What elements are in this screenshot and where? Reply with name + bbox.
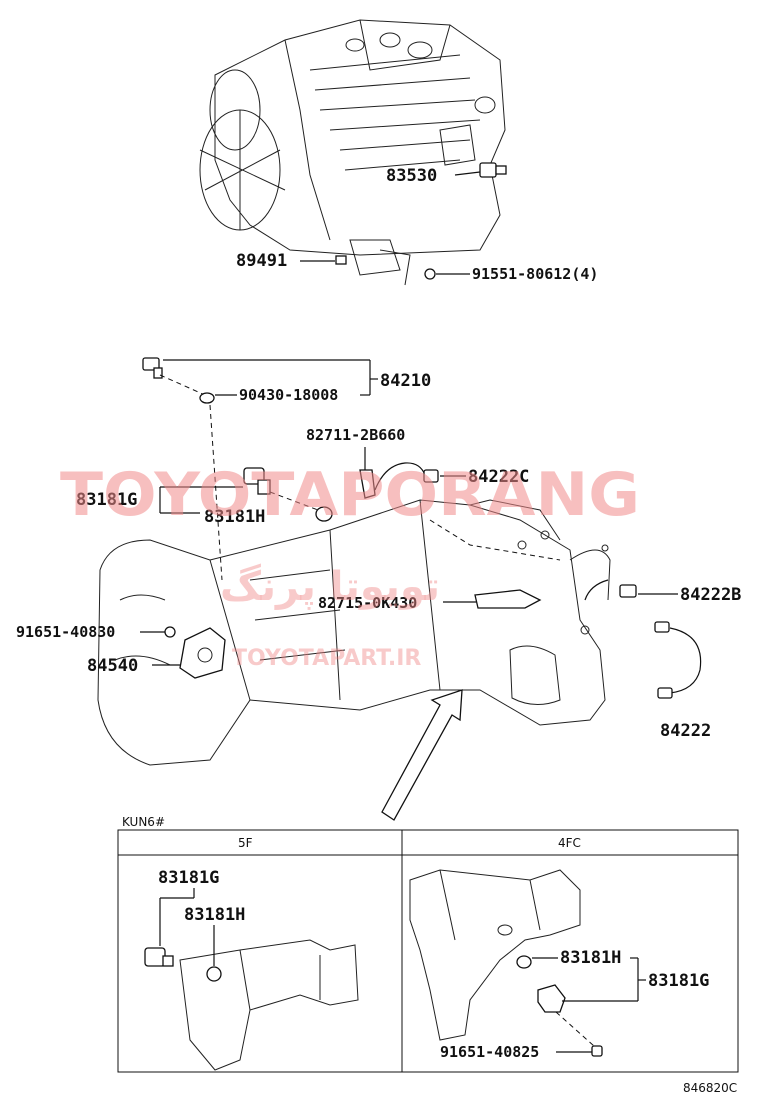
inset-col-4fc: 4FC	[558, 836, 581, 850]
inset-5f-illustration	[144, 939, 359, 1071]
inset-table: KUN6# 5F 4FC	[117, 815, 739, 1073]
part-label-84210[interactable]: 84210	[380, 371, 431, 391]
part-label-83530[interactable]: 83530	[386, 166, 437, 186]
clamp-82711[interactable]: 82711-2B660	[306, 426, 405, 499]
inset-right-label-91651[interactable]: 91651-40825	[440, 1043, 539, 1061]
inset-left-label-83181G[interactable]: 83181G	[158, 868, 219, 888]
part-label-82715[interactable]: 82715-0K430	[318, 594, 417, 612]
inset-col-5f: 5F	[238, 836, 253, 850]
gasket-83181H[interactable]: 83181H	[160, 491, 333, 527]
sensor-84222B[interactable]: 84222B	[584, 579, 741, 605]
inset-4fc-83181G[interactable]: 83181G	[562, 957, 709, 1002]
watermark: TOYOTAPORANG تویوتا پرنگ TOYOTAPART.IR	[60, 460, 640, 671]
gasket-90430[interactable]: 90430-18008	[199, 386, 370, 581]
switch-83181G[interactable]: 83181G	[76, 467, 271, 513]
part-label-84540[interactable]: 84540	[87, 656, 138, 676]
part-label-84222C[interactable]: 84222C	[468, 467, 529, 487]
bracket-82715[interactable]: 82715-0K430	[318, 589, 542, 612]
inset-4fc-83181H[interactable]: 83181H	[532, 948, 621, 968]
diagram-id: 846820C	[683, 1081, 737, 1095]
sensor-84222C[interactable]: 84222C	[374, 462, 529, 491]
part-label-83181G[interactable]: 83181G	[76, 490, 137, 510]
bolt-91651-40830[interactable]: 91651-40830	[16, 623, 176, 641]
part-label-84222B[interactable]: 84222B	[680, 585, 741, 605]
part-label-82711[interactable]: 82711-2B660	[306, 426, 405, 444]
detail-arrow	[381, 689, 463, 821]
sensor-84540[interactable]: 84540	[87, 627, 226, 679]
transmission-illustration	[97, 499, 611, 766]
watermark-persian: تویوتا پرنگ	[220, 563, 440, 610]
part-label-90430[interactable]: 90430-18008	[239, 386, 338, 404]
inset-left-label-83181H[interactable]: 83181H	[184, 905, 245, 925]
inset-right-label-83181H[interactable]: 83181H	[560, 948, 621, 968]
inset-5f-83181H[interactable]: 83181H	[184, 905, 245, 966]
engine-illustration	[199, 19, 506, 286]
inset-right-label-83181G[interactable]: 83181G	[648, 971, 709, 991]
switch-84210[interactable]: 84210	[142, 357, 431, 396]
bolt-91551[interactable]: 91551-80612(4)	[424, 265, 598, 283]
watermark-main: TOYOTAPORANG	[60, 460, 640, 530]
inset-5f-83181G[interactable]: 83181G	[158, 868, 219, 946]
inset-4fc-91651[interactable]: 91651-40825	[440, 1011, 595, 1061]
part-label-91651-40830[interactable]: 91651-40830	[16, 623, 115, 641]
part-label-84222[interactable]: 84222	[660, 721, 711, 741]
inset-model-label: KUN6#	[122, 815, 165, 829]
part-label-91551[interactable]: 91551-80612(4)	[472, 265, 598, 283]
bracket-89491[interactable]: 89491	[236, 251, 335, 271]
inset-4fc-illustration	[409, 869, 603, 1057]
watermark-site: TOYOTAPART.IR	[232, 646, 421, 671]
sensor-84222[interactable]: 84222	[654, 621, 711, 741]
sensor-83530[interactable]: 83530	[386, 162, 507, 186]
part-label-83181H[interactable]: 83181H	[204, 507, 265, 527]
part-label-89491[interactable]: 89491	[236, 251, 287, 271]
